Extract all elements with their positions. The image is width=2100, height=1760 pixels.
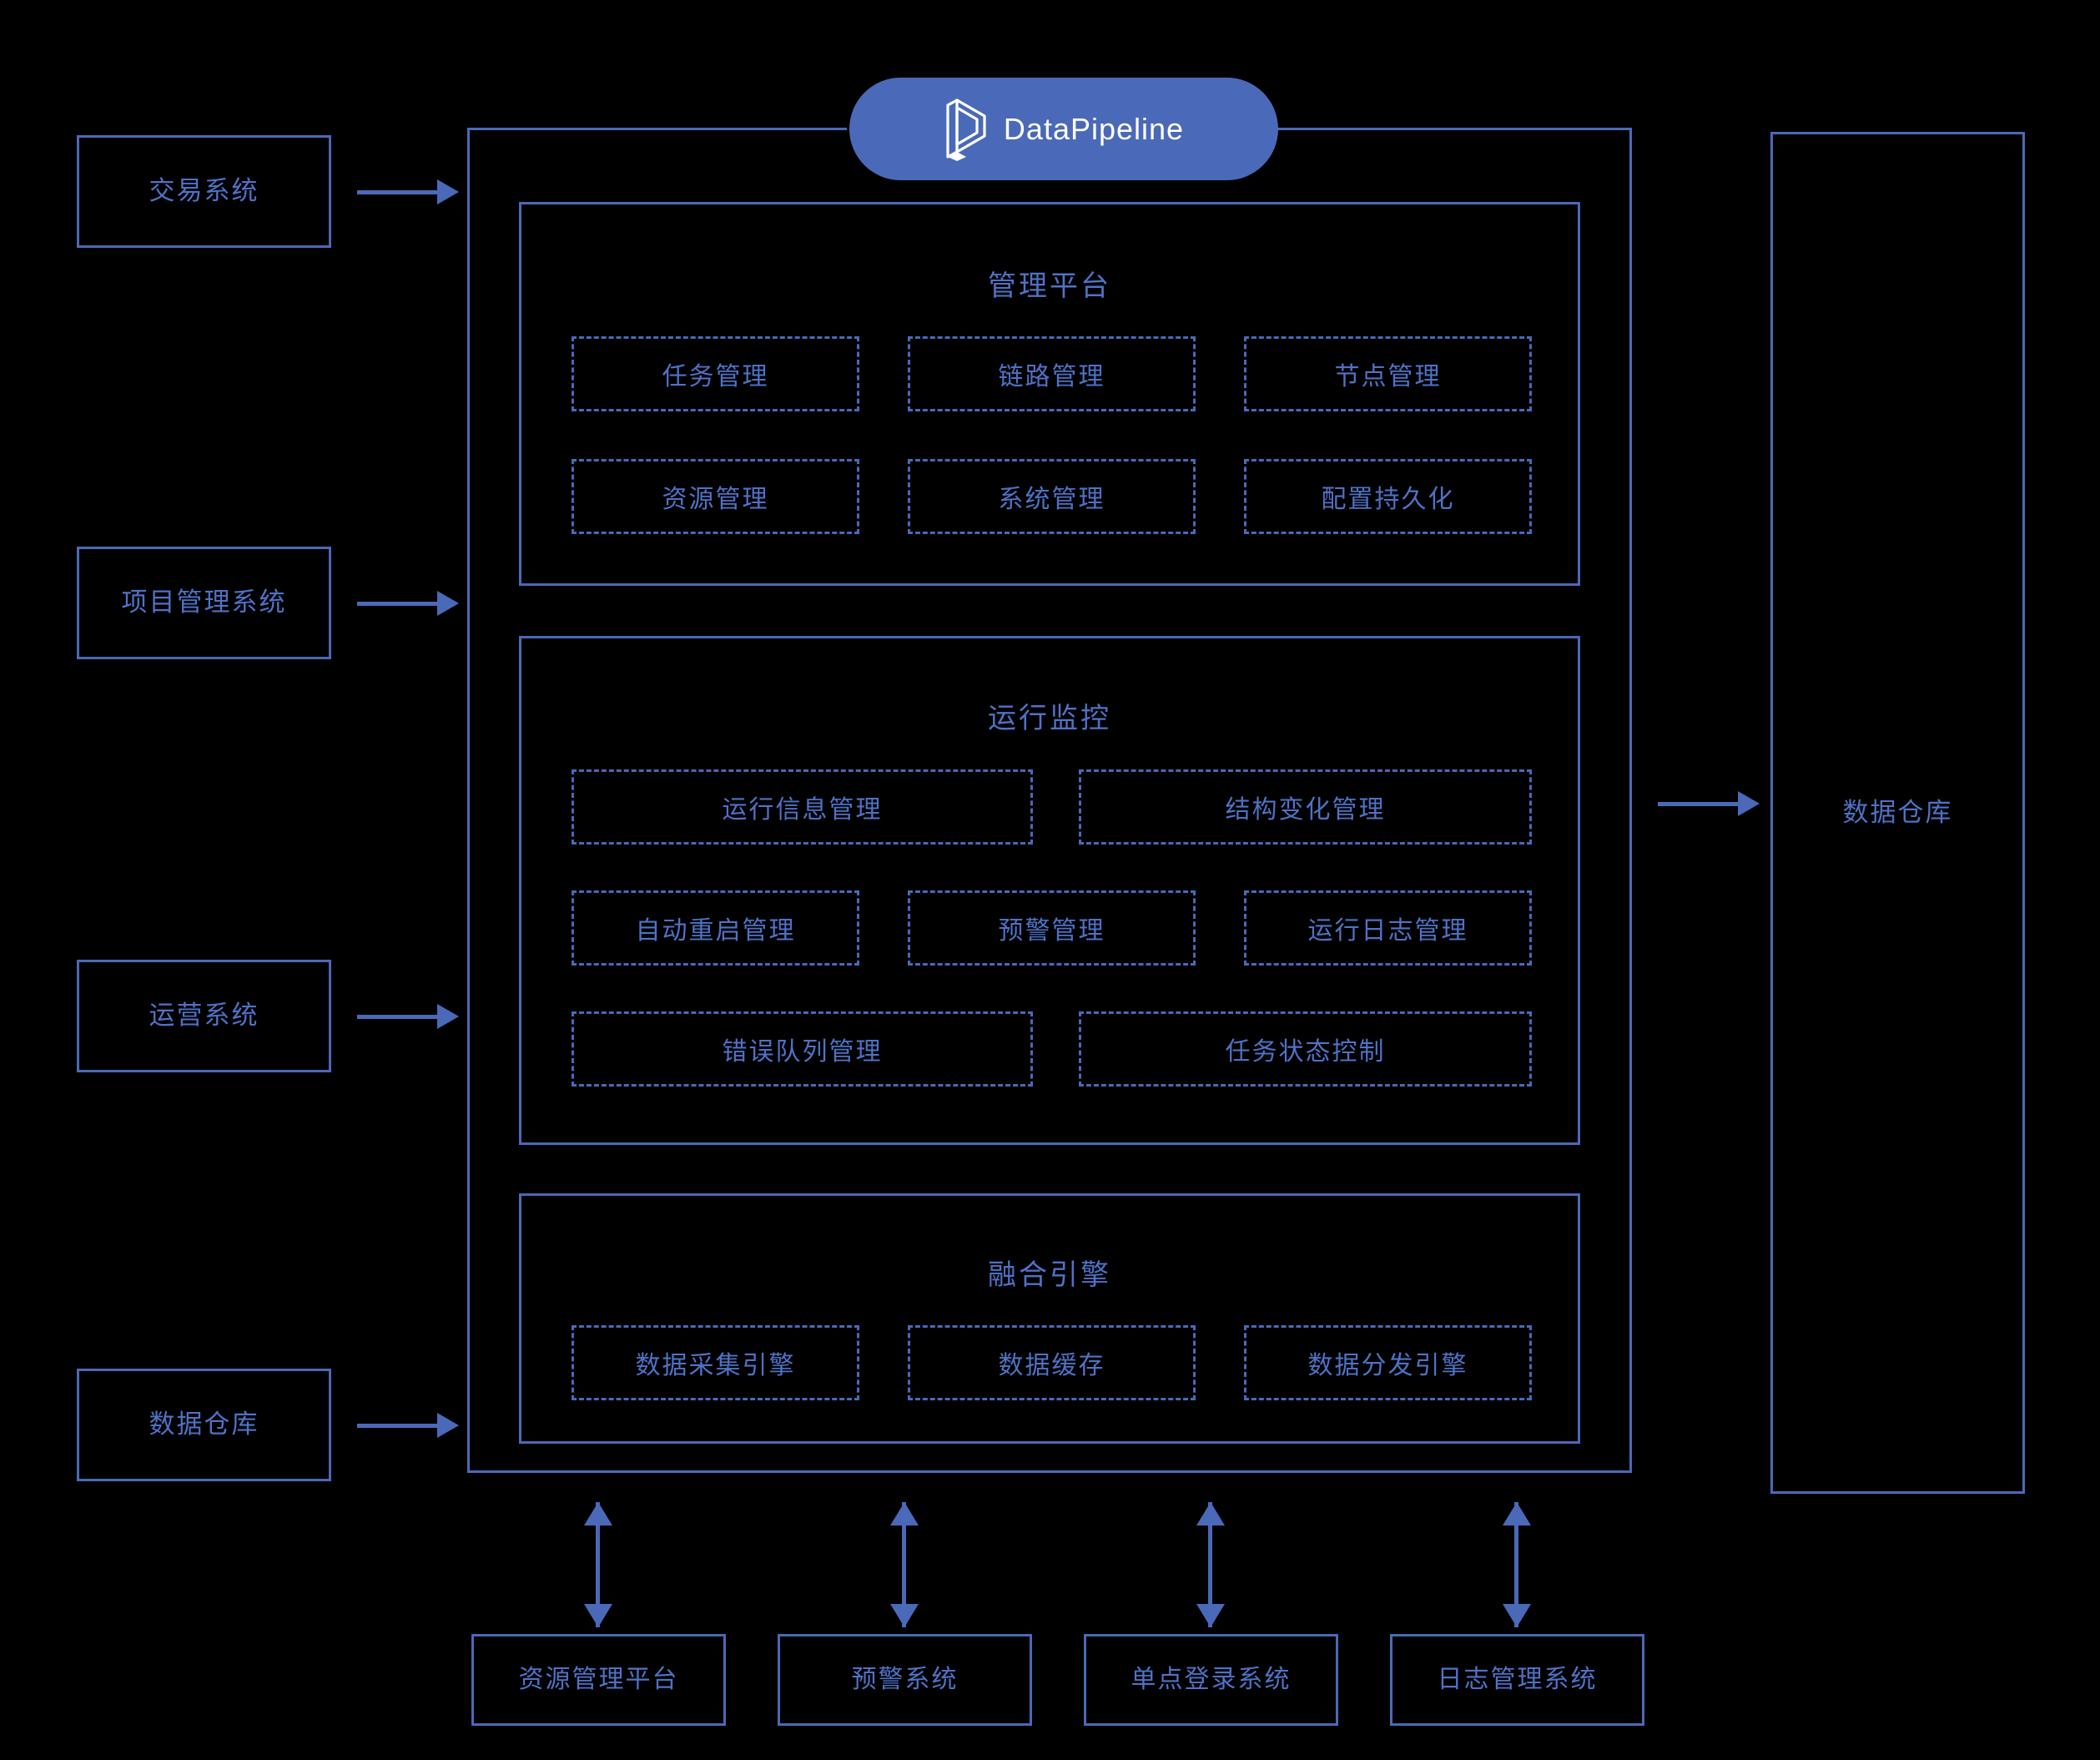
source-system-box-0[interactable]: 交易系统 xyxy=(77,135,331,248)
source-system-label: 交易系统 xyxy=(149,176,259,206)
module-label: 自动重启管理 xyxy=(635,917,796,945)
section-title-fusion-engine: 融合引擎 xyxy=(988,1259,1111,1291)
arrow-shaft xyxy=(1514,1502,1518,1627)
arrow-right-icon xyxy=(1738,791,1760,816)
arrow-shaft xyxy=(1658,802,1738,806)
inbound-arrow-3 xyxy=(357,1413,459,1438)
arrow-shaft xyxy=(596,1502,600,1627)
section-management-platform: 管理平台 任务管理 链路管理 节点管理 资源管理 系统管理 配置持久化 xyxy=(519,202,1580,586)
arrow-shaft xyxy=(902,1502,906,1627)
arrow-right-icon xyxy=(437,179,459,204)
module-label: 运行日志管理 xyxy=(1307,917,1468,945)
bottom-system-box-2[interactable]: 单点登录系统 xyxy=(1084,1634,1338,1726)
module-config-persistence[interactable]: 配置持久化 xyxy=(1244,459,1532,534)
module-label: 错误队列管理 xyxy=(722,1038,883,1066)
source-system-box-2[interactable]: 运营系统 xyxy=(77,960,331,1072)
platform-frame xyxy=(467,128,1632,1473)
module-label: 结构变化管理 xyxy=(1225,796,1386,824)
bottom-system-box-1[interactable]: 预警系统 xyxy=(778,1634,1032,1726)
arrow-shaft xyxy=(357,1015,437,1019)
inbound-arrow-0 xyxy=(357,179,459,204)
module-alert-management[interactable]: 预警管理 xyxy=(908,890,1196,966)
arrow-right-icon xyxy=(437,1004,459,1029)
source-system-label: 项目管理系统 xyxy=(121,588,287,618)
bidirectional-arrow-1 xyxy=(890,1502,919,1627)
module-system-management[interactable]: 系统管理 xyxy=(908,459,1196,534)
module-label: 预警管理 xyxy=(998,917,1105,945)
source-system-box-3[interactable]: 数据仓库 xyxy=(77,1369,331,1481)
bottom-system-box-3[interactable]: 日志管理系统 xyxy=(1390,1634,1644,1726)
module-label: 链路管理 xyxy=(998,363,1105,391)
bottom-system-label: 单点登录系统 xyxy=(1131,1666,1292,1694)
target-data-warehouse-label: 数据仓库 xyxy=(1842,797,1953,827)
module-runtime-log-management[interactable]: 运行日志管理 xyxy=(1244,890,1532,966)
datapipeline-cube-icon xyxy=(946,98,986,161)
source-system-label: 数据仓库 xyxy=(149,1410,259,1440)
source-system-label: 运营系统 xyxy=(149,1001,259,1031)
arrow-down-icon xyxy=(1503,1604,1531,1627)
arrow-right-icon xyxy=(437,1413,459,1438)
module-task-management[interactable]: 任务管理 xyxy=(572,336,859,411)
module-label: 配置持久化 xyxy=(1321,486,1455,513)
arrow-down-icon xyxy=(584,1604,612,1627)
module-label: 数据缓存 xyxy=(998,1352,1105,1379)
bottom-system-label: 日志管理系统 xyxy=(1437,1666,1598,1694)
inbound-arrow-2 xyxy=(357,1004,459,1029)
module-label: 数据分发引擎 xyxy=(1307,1352,1468,1379)
bottom-system-label: 预警系统 xyxy=(851,1666,959,1694)
arrow-down-icon xyxy=(1196,1604,1225,1627)
datapipeline-logo-pill[interactable]: DataPipeline xyxy=(849,78,1278,180)
section-fusion-engine: 融合引擎 数据采集引擎 数据缓存 数据分发引擎 xyxy=(519,1193,1580,1444)
bidirectional-arrow-0 xyxy=(584,1502,612,1627)
module-label: 任务状态控制 xyxy=(1225,1038,1386,1066)
outbound-arrow-to-warehouse xyxy=(1658,791,1760,816)
bidirectional-arrow-2 xyxy=(1196,1502,1225,1627)
bottom-system-box-0[interactable]: 资源管理平台 xyxy=(471,1634,726,1726)
arrow-shaft xyxy=(357,1424,437,1428)
module-link-management[interactable]: 链路管理 xyxy=(908,336,1196,411)
module-label: 数据采集引擎 xyxy=(635,1352,796,1379)
bottom-system-label: 资源管理平台 xyxy=(518,1666,679,1694)
source-system-box-1[interactable]: 项目管理系统 xyxy=(77,547,331,659)
module-runtime-info-management[interactable]: 运行信息管理 xyxy=(572,769,1033,845)
arrow-down-icon xyxy=(890,1604,919,1627)
brand-name: DataPipeline xyxy=(1003,111,1185,146)
module-task-state-control[interactable]: 任务状态控制 xyxy=(1079,1011,1532,1087)
module-node-management[interactable]: 节点管理 xyxy=(1244,336,1532,411)
target-data-warehouse-box[interactable]: 数据仓库 xyxy=(1770,132,2025,1494)
section-title-management-platform: 管理平台 xyxy=(988,270,1111,302)
platform-frame-top-right xyxy=(1262,128,1632,130)
module-label: 系统管理 xyxy=(998,486,1105,513)
arrow-shaft xyxy=(1208,1502,1212,1627)
module-data-collection-engine[interactable]: 数据采集引擎 xyxy=(572,1325,859,1400)
arrow-shaft xyxy=(357,602,437,606)
inbound-arrow-1 xyxy=(357,591,459,616)
module-resource-management[interactable]: 资源管理 xyxy=(572,459,859,534)
section-title-runtime-monitoring: 运行监控 xyxy=(988,703,1111,734)
section-runtime-monitoring: 运行监控 运行信息管理 结构变化管理 自动重启管理 预警管理 运行日志管理 错误… xyxy=(519,636,1580,1145)
platform-frame-top-left xyxy=(467,128,847,130)
module-label: 任务管理 xyxy=(662,363,769,391)
module-error-queue-management[interactable]: 错误队列管理 xyxy=(572,1011,1033,1087)
module-label: 运行信息管理 xyxy=(722,796,883,824)
arrow-shaft xyxy=(357,190,437,194)
module-structure-change-management[interactable]: 结构变化管理 xyxy=(1079,769,1532,845)
bidirectional-arrow-3 xyxy=(1503,1502,1531,1627)
module-label: 节点管理 xyxy=(1334,363,1442,391)
module-data-cache[interactable]: 数据缓存 xyxy=(908,1325,1196,1400)
module-label: 资源管理 xyxy=(662,486,769,513)
module-data-distribution-engine[interactable]: 数据分发引擎 xyxy=(1244,1325,1532,1400)
module-auto-restart-management[interactable]: 自动重启管理 xyxy=(572,890,859,966)
arrow-right-icon xyxy=(437,591,459,616)
